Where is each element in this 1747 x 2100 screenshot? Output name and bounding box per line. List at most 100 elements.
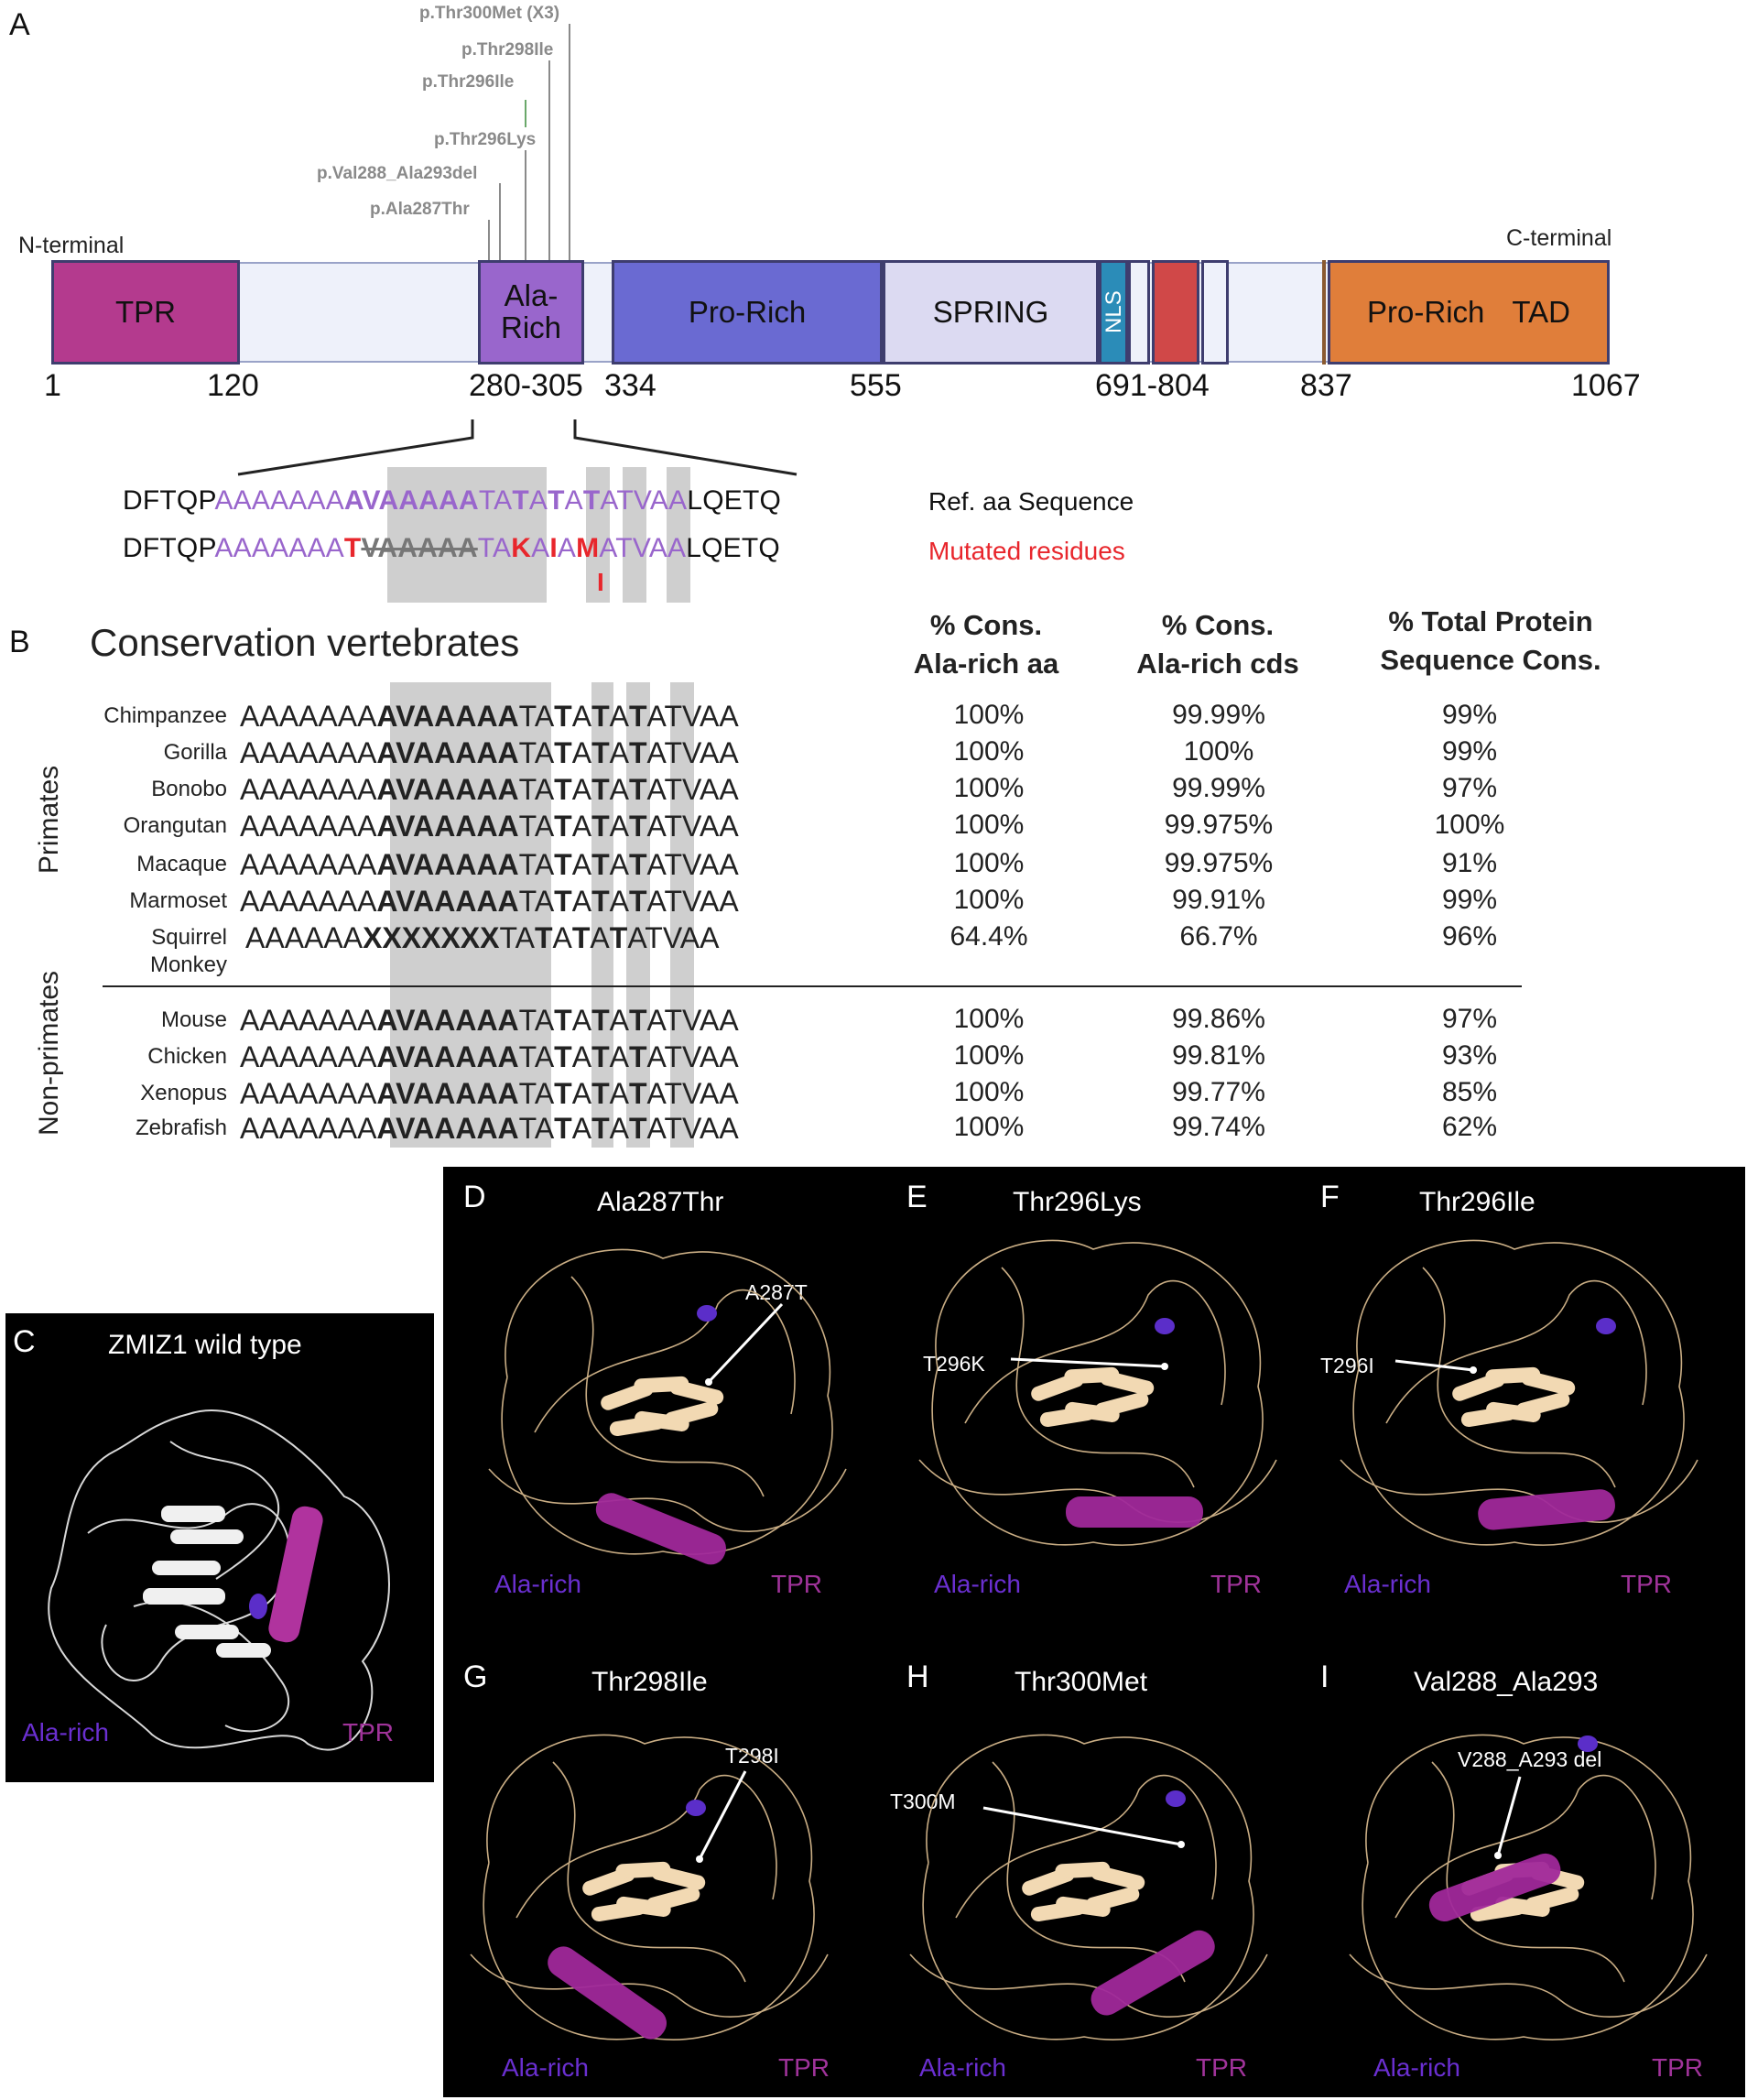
seq-tail-4: ATVAA	[646, 736, 739, 769]
panel-e-title: Thr296Lys	[1013, 1187, 1142, 1217]
cons-cds-value: 99.77%	[1172, 1077, 1265, 1107]
panel-g-letter: G	[463, 1659, 488, 1694]
seq-part-bold: AVAAAAA	[376, 1112, 519, 1145]
cons-cds-value: 99.975%	[1164, 810, 1274, 840]
pos-1: 1	[44, 368, 61, 403]
seq-tail-4: ATVAA	[646, 1004, 739, 1037]
domain-pro-rich-tad: Pro-Rich TAD	[1328, 260, 1610, 365]
mutation-label-val288-ala293del: p.Val288_Ala293del	[317, 164, 478, 183]
seq-tail-t2: T	[591, 1112, 610, 1145]
species-name-line2: Monkey	[149, 952, 227, 977]
seq-tail-t3: T	[628, 885, 647, 918]
header-cons-aa: % Cons. Ala-rich aa	[881, 606, 1091, 683]
panel-h-title: Thr300Met	[1015, 1667, 1148, 1697]
species-sequence: AAAAAAAAVAAAAATATATATATVAA	[240, 1040, 739, 1074]
panel-h-ala-label: Ala-rich	[919, 2053, 1006, 2082]
seq-tail-3: A	[609, 736, 629, 769]
cons-aa-value: 100%	[953, 885, 1025, 915]
seq-part-bold: AVAAAAA	[376, 736, 519, 769]
cons-aa-value: 64.4%	[949, 921, 1028, 952]
seq-part-a: AAAAAAA	[240, 848, 377, 881]
panel-d-letter: D	[463, 1180, 486, 1214]
pos-837: 837	[1300, 368, 1352, 403]
seq-tail-t1: T	[554, 810, 572, 843]
seq-tail-4: ATVAA	[646, 1040, 739, 1073]
domain-linker-b	[1201, 260, 1229, 365]
panel-e-ala-label: Ala-rich	[934, 1570, 1021, 1598]
species-sequence: AAAAAAAAVAAAAATATATATATVAA	[240, 1004, 739, 1038]
mut-s1: TA	[477, 533, 512, 563]
pos-280-305: 280-305	[469, 368, 583, 403]
species-sequence: AAAAAAAAVAAAAATATATATATVAA	[240, 1112, 739, 1146]
species-sequence: AAAAAAAAVAAAAATATATATATVAA	[240, 736, 739, 770]
seq-tail-3: A	[609, 773, 629, 806]
cons-aa-value: 100%	[953, 810, 1025, 840]
seq-part-a: AAAAAAA	[240, 885, 377, 918]
mut-ala1: AAAAAAA	[214, 533, 344, 563]
header-cons-cds: % Cons. Ala-rich cds	[1108, 606, 1328, 683]
seq-part-a: AAAAAAA	[240, 736, 377, 769]
cons-aa-value: 100%	[953, 736, 1025, 767]
seq-tail-t2: T	[591, 1040, 610, 1073]
conservation-title: Conservation vertebrates	[90, 621, 520, 664]
highlight-col-a3	[667, 467, 690, 603]
panel-c: C ZMIZ1 wild type Ala-rich TPR	[5, 1313, 434, 1782]
panel-g-ala-label: Ala-rich	[502, 2053, 589, 2082]
seq-tail-4: ATVAA	[646, 885, 739, 918]
seq-tail-4: ATVAA	[646, 810, 739, 843]
panel-f-ala-label: Ala-rich	[1344, 1570, 1431, 1598]
structure-g	[470, 1734, 829, 2040]
seq-tail-2: A	[571, 848, 592, 881]
domain-nls: NLS	[1099, 260, 1128, 365]
ref-t3: T	[582, 485, 601, 516]
pos-691-804: 691-804	[1095, 368, 1210, 403]
seq-tail-1: TA	[518, 700, 555, 733]
seq-tail-t3: T	[628, 1112, 647, 1145]
cons-cds-value: 99.99%	[1172, 700, 1265, 730]
seq-tail-2: A	[571, 810, 592, 843]
panel-i-letter: I	[1320, 1659, 1329, 1694]
mut-below-i: I	[597, 568, 604, 596]
structure-d	[488, 1248, 847, 1565]
panel-e-annotation: T296K	[923, 1352, 985, 1376]
seq-tail-t2: T	[591, 700, 610, 733]
seq-tail-4: ATVAA	[646, 773, 739, 806]
seq-tail-4: ATVAA	[646, 1077, 739, 1110]
total-cons-value: 85%	[1441, 1077, 1498, 1107]
c-terminal-label: C-terminal	[1506, 225, 1612, 251]
domain-spring: SPRING	[883, 260, 1099, 365]
domain-pro-rich-tad-label-1: Pro-Rich	[1367, 294, 1485, 329]
panel-e-letter: E	[906, 1180, 928, 1214]
panel-a-letter: A	[9, 7, 30, 42]
species-sequence: AAAAAAAAVAAAAATATATATATVAA	[240, 773, 739, 807]
mutation-line-val288	[499, 183, 501, 260]
seq-tail-4: ATVAA	[627, 921, 720, 954]
mut-prefix: DFTQP	[123, 533, 215, 563]
structure-i	[1349, 1734, 1708, 2040]
pos-1067: 1067	[1571, 368, 1641, 403]
species-name: Chimpanzee	[103, 703, 227, 728]
seq-part-a: AAAAAAA	[240, 700, 377, 733]
mutation-label-thr296lys: p.Thr296Lys	[434, 130, 537, 149]
seq-tail-1: TA	[518, 885, 555, 918]
species-name: Chicken	[147, 1044, 227, 1069]
domain-pro-rich: Pro-Rich	[612, 260, 883, 365]
mutated-sequence: DFTQPAAAAAAATVAAAAATAKAIAMATVAALQETQ	[123, 533, 780, 564]
panels-d-to-i: D Ala287Thr A287T E Thr296Lys T296K F Th…	[443, 1167, 1745, 2097]
seq-tail-t1: T	[554, 773, 572, 806]
seq-tail-t1: T	[554, 1077, 572, 1110]
seq-tail-t2: T	[591, 885, 610, 918]
seq-tail-1: TA	[518, 810, 555, 843]
cons-cds-value: 99.975%	[1164, 848, 1274, 878]
ref-ala1: AAAAAAA	[214, 485, 344, 516]
total-cons-value: 91%	[1441, 848, 1498, 878]
seq-tail-t1: T	[554, 1112, 572, 1145]
species-name: Mouse	[160, 1007, 227, 1032]
total-cons-value: 93%	[1441, 1040, 1498, 1071]
seq-tail-3: A	[609, 1040, 629, 1073]
panel-e-tpr-label: TPR	[1210, 1570, 1262, 1598]
cons-aa-value: 100%	[953, 1004, 1025, 1034]
panel-c-ala-label: Ala-rich	[22, 1718, 109, 1746]
species-name: Marmoset	[129, 888, 227, 913]
total-cons-value: 97%	[1441, 773, 1498, 803]
